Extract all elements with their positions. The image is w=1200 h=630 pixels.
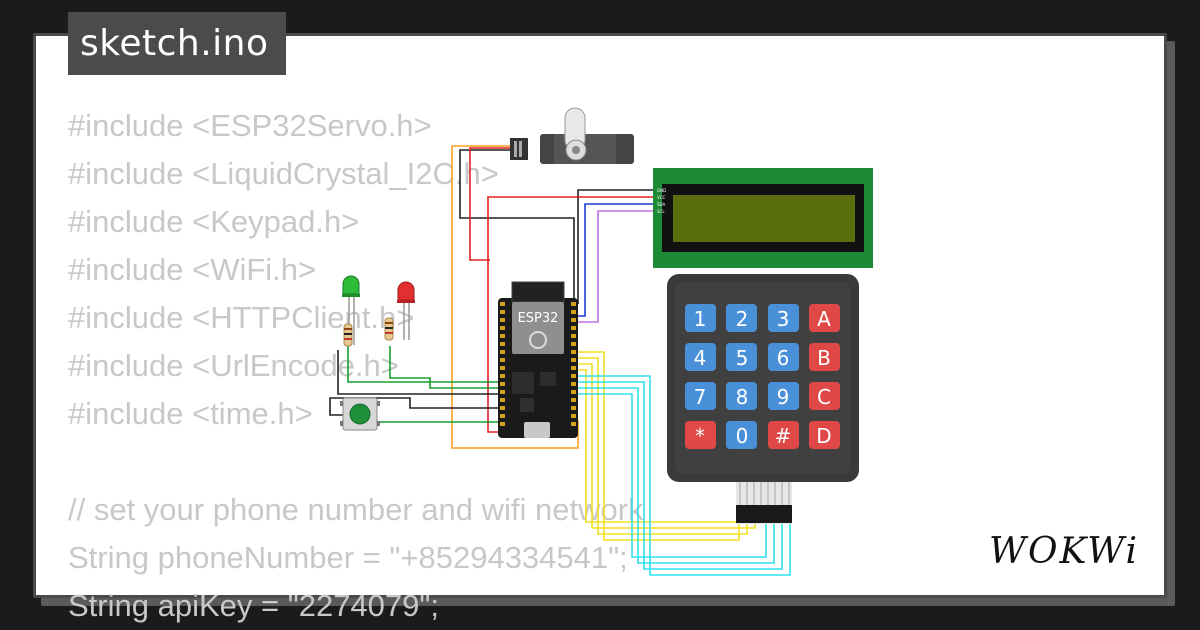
key-label: # [775,424,792,448]
key-label: 8 [736,385,749,409]
key-c[interactable] [809,382,840,410]
key-hash[interactable] [768,421,799,449]
key-7[interactable] [685,382,716,410]
key-2[interactable] [726,304,757,332]
key-label: * [695,424,705,448]
wire-lcd-gnd [577,189,655,304]
key-5[interactable] [726,343,757,371]
wire-lcd-sda [577,203,655,317]
wire-keypad-c1 [577,375,791,576]
key-1[interactable] [685,304,716,332]
code-line: String apiKey = "2274079"; [68,588,440,623]
wokwi-logo-text: WOKWi [989,531,1139,572]
lcd-pin-sda: SDA [657,202,666,207]
wire-keypad-r3 [577,363,756,529]
key-label: 7 [694,385,707,409]
key-8[interactable] [726,382,757,410]
membrane-keypad[interactable]: 1 2 3 A 4 5 6 B 7 8 9 C * 0 [667,274,859,524]
wire-servo-signal [451,145,579,449]
lcd-pin-scl: SCL [657,209,665,214]
wire-led-red [389,346,500,389]
key-label: D [816,424,831,448]
key-label: 6 [777,346,790,370]
key-0[interactable] [726,421,757,449]
wire-keypad-c3 [577,387,775,564]
key-d[interactable] [809,421,840,449]
key-a[interactable] [809,304,840,332]
key-3[interactable] [768,304,799,332]
wire-led-gnd [337,350,500,395]
key-label: C [817,385,831,409]
code-line: #include <time.h> [68,396,313,431]
wire-servo-gnd [459,149,575,300]
wire-keypad-c4 [577,393,767,558]
file-tab[interactable]: sketch.ino [68,12,286,75]
push-button[interactable] [340,397,380,431]
key-label: A [817,307,831,331]
wokwi-logo: WOKWi [989,531,1139,572]
key-label: 2 [736,307,749,331]
led-green[interactable] [342,275,360,345]
key-label: 1 [694,307,707,331]
wire-lcd-scl [577,210,655,323]
lcd-screen [673,195,855,242]
esp32-board[interactable]: ESP32 [498,281,578,438]
servo-motor[interactable] [510,107,634,164]
wire-keypad-r2 [577,357,748,535]
code-line: #include <Keypad.h> [68,204,360,239]
preview-card: #include <ESP32Servo.h> #include <LiquidC… [33,33,1167,623]
code-line: String phoneNumber = "+85294334541"; [68,540,628,575]
code-preview: #include <ESP32Servo.h> #include <LiquidC… [68,102,644,630]
wire-servo-vcc [469,147,528,261]
code-line: #include <LiquidCrystal_I2C.h> [68,156,499,191]
esp32-usb-port [524,422,550,438]
code-line: #include <HTTPClient.h> [68,300,415,335]
code-line: // set your phone number and wifi networ… [68,492,644,527]
lcd-display[interactable]: GND VCC SDA SCL [653,168,873,268]
esp32-label: ESP32 [518,311,559,326]
wire-led-green [347,340,500,383]
led-red[interactable] [397,281,415,340]
key-9[interactable] [768,382,799,410]
key-star[interactable] [685,421,716,449]
key-label: B [817,346,831,370]
key-b[interactable] [809,343,840,371]
key-label: 9 [777,385,790,409]
key-6[interactable] [768,343,799,371]
wire-lcd-vcc [487,196,655,433]
resistor-red [384,317,394,341]
resistor-green [343,323,353,347]
code-line: #include <ESP32Servo.h> [68,108,432,143]
lcd-pin-gnd: GND [657,188,666,193]
wire-keypad-c2 [577,381,783,570]
esp32-module [512,302,564,354]
lcd-pin-vcc: VCC [657,195,666,200]
key-label: 4 [694,346,707,370]
key-label: 3 [777,307,790,331]
code-line: #include <WiFi.h> [68,252,317,287]
key-label: 0 [736,424,749,448]
key-4[interactable] [685,343,716,371]
code-line: #include <UrlEncode.h> [68,348,399,383]
keypad-header [736,505,792,523]
key-label: 5 [736,346,749,370]
wires [329,145,791,576]
